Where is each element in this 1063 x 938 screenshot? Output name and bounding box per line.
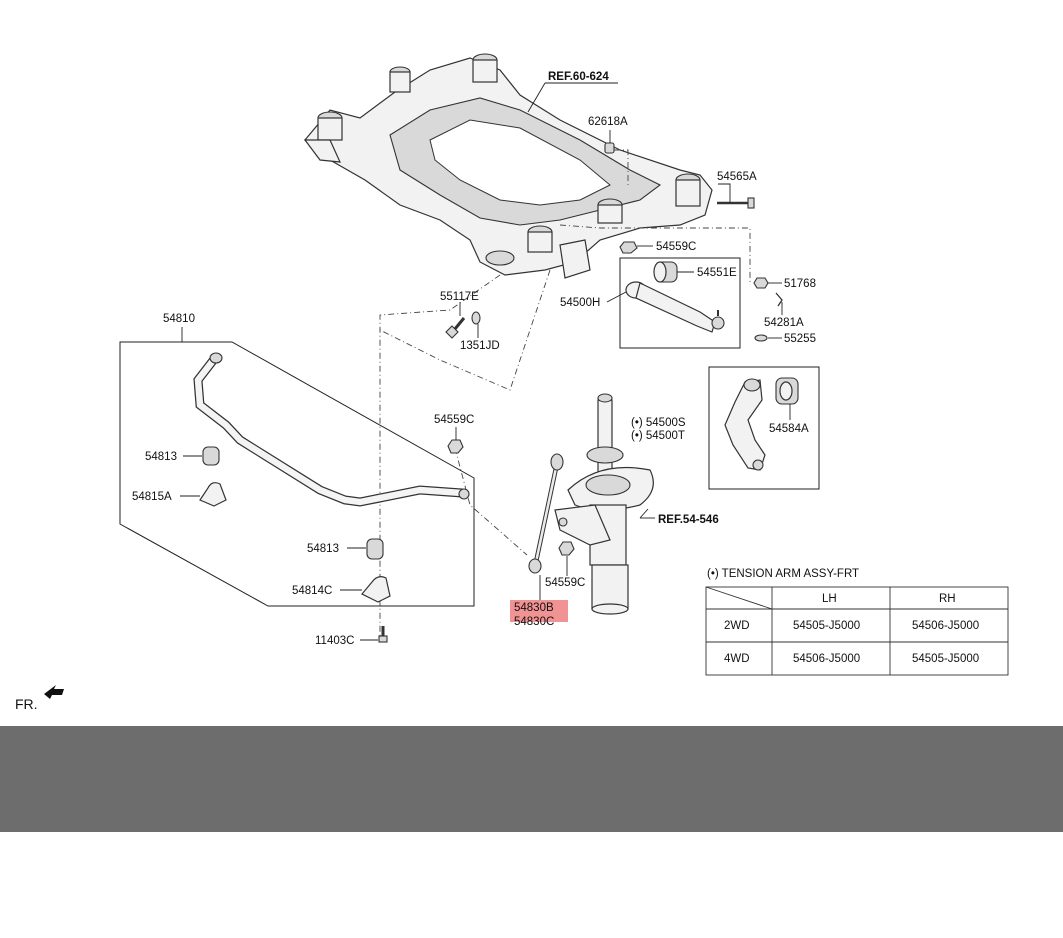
part-11403C-bolt: [378, 626, 388, 643]
part-55117E-bolt: [445, 317, 466, 339]
part-1351JD-washer: [471, 311, 481, 325]
part-54813-bushing-b: [366, 538, 384, 560]
part-54559C-nut-top: [619, 241, 638, 254]
label-55255: 55255: [784, 333, 816, 345]
label-11403C: 11403C: [315, 635, 354, 647]
part-55255-washer: [754, 334, 768, 342]
label-54500T: (•) 54500T: [631, 430, 685, 442]
label-55117E: 55117E: [440, 291, 479, 303]
part-54815A-bracket: [199, 482, 227, 507]
label-54559C-top: 54559C: [656, 241, 696, 253]
part-54830B-stabilizer-link: [528, 453, 564, 574]
table-cell-2wd-lh: 54505-J5000: [793, 620, 860, 632]
tension-table: [705, 586, 1009, 676]
table-header-lh: LH: [822, 593, 837, 605]
label-54830B: 54830B: [514, 602, 554, 614]
label-54559C-low: 54559C: [545, 577, 585, 589]
label-54500S: (•) 54500S: [631, 417, 686, 429]
box-54810: [119, 341, 475, 607]
part-54559C-nut-low: [558, 541, 575, 556]
part-54814C-bracket: [361, 576, 391, 603]
highlight-54830B: [510, 600, 568, 622]
part-54500S-tension-arm: [724, 378, 766, 471]
table-cell-4wd: 4WD: [724, 653, 750, 665]
footer-part-number-text: HYUNDAI KIA - 54830J5000 N - 54830B: [144, 863, 943, 907]
label-54551E: 54551E: [697, 267, 737, 279]
table-cell-2wd-rh: 54506-J5000: [912, 620, 979, 632]
table-cell-4wd-rh: 54505-J5000: [912, 653, 979, 665]
footer-part-number-bar: HYUNDAI KIA - 54830J5000 N - 54830B: [0, 726, 1063, 907]
label-54813-a: 54813: [145, 451, 177, 463]
front-arrow-icon: [44, 685, 64, 699]
label-54281A: 54281A: [764, 317, 804, 329]
ref-subframe: REF.60-624: [548, 71, 609, 83]
parts-diagram: REF.60-624 62618A 54565A 54559C 54551E 5…: [15, 53, 1009, 712]
box-54500S-54500T: [708, 366, 820, 490]
table-header-rh: RH: [939, 593, 956, 605]
box-54500H: [619, 257, 741, 349]
label-54830C: 54830C: [514, 616, 554, 628]
label-1351JD: 1351JD: [460, 340, 500, 352]
part-strut-assembly: [554, 393, 654, 615]
label-54584A: 54584A: [769, 423, 809, 435]
label-54565A: 54565A: [717, 171, 757, 183]
label-54815A: 54815A: [132, 491, 172, 503]
part-54500H-lower-arm: [625, 281, 725, 333]
label-54810: 54810: [163, 313, 195, 325]
table-cell-2wd: 2WD: [724, 620, 750, 632]
tension-table-title: (•) TENSION ARM ASSY-FRT: [707, 568, 859, 580]
subframe-crossmember: [303, 53, 713, 279]
table-cell-4wd-lh: 54506-J5000: [793, 653, 860, 665]
part-54559C-nut-mid: [447, 439, 464, 454]
label-51768: 51768: [784, 278, 816, 290]
label-54814C: 54814C: [292, 585, 332, 597]
part-54281A-pin: [775, 292, 783, 307]
label-fr: FR.: [15, 696, 38, 712]
label-54813-b: 54813: [307, 543, 339, 555]
label-54559C-mid: 54559C: [434, 414, 474, 426]
label-62618A: 62618A: [588, 116, 628, 128]
part-54565A-bolt: [717, 197, 755, 209]
part-54584A-bushing: [775, 377, 799, 405]
part-62618A: [604, 142, 615, 154]
part-54551E-bushing: [653, 261, 678, 283]
part-54810-stabilizer-bar: [193, 352, 470, 507]
label-54500H: 54500H: [560, 297, 600, 309]
ref-strut: REF.54-546: [658, 514, 719, 526]
part-54813-bushing-a: [202, 446, 220, 466]
part-51768-nut: [753, 277, 769, 289]
